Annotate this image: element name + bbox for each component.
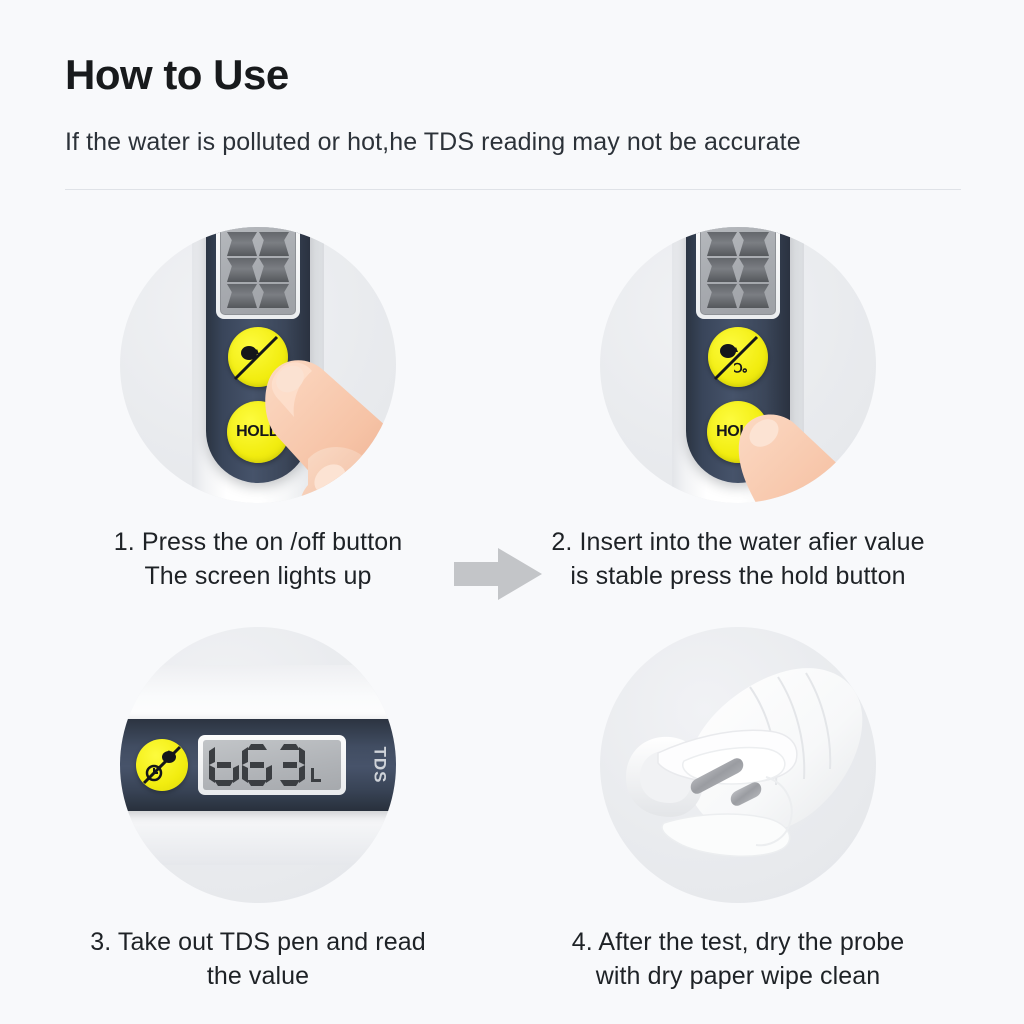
lcd-digit xyxy=(209,744,239,786)
page-subtitle: If the water is polluted or hot,he TDS r… xyxy=(65,128,801,157)
step-1-caption-line2: The screen lights up xyxy=(144,562,372,590)
brand-label: TDS xyxy=(370,746,390,784)
lcd-screen xyxy=(203,740,341,790)
steps-row-1: HOLD xyxy=(0,205,1024,605)
tds-pen-device-horizontal: TDS xyxy=(120,665,396,865)
step-4: 4. After the test, dry the probe with dr… xyxy=(518,605,958,993)
step-2: ℃ HOLD xyxy=(518,205,958,593)
steps-grid: HOLD xyxy=(0,205,1024,1005)
step-4-caption: 4. After the test, dry the probe with dr… xyxy=(518,925,958,993)
steps-row-2: TDS 3. Take out TDS pen and read the val… xyxy=(0,605,1024,1005)
pen-control-panel: ℃ HOLD xyxy=(686,227,790,483)
step-2-caption-line2: is stable press the hold button xyxy=(570,562,906,590)
header-divider xyxy=(65,189,961,190)
pen-control-panel: TDS xyxy=(120,719,396,811)
lcd-screen xyxy=(220,227,296,315)
step-4-caption-line2: with dry paper wipe clean xyxy=(595,962,881,990)
power-slash-icon: ℃ xyxy=(708,327,768,387)
step-1: HOLD xyxy=(38,205,478,593)
step-3-figure: TDS xyxy=(120,627,396,903)
step-3-caption-line2: the value xyxy=(206,962,310,990)
hold-button-label: HOLD xyxy=(236,423,280,440)
lcd-segments xyxy=(227,232,289,308)
lcd-bezel xyxy=(216,227,300,319)
finger-pointer-icon xyxy=(738,401,876,503)
step-3-caption: 3. Take out TDS pen and read the value xyxy=(38,925,478,993)
step-4-caption-line1: 4. After the test, dry the probe xyxy=(571,928,905,956)
step-4-figure xyxy=(600,627,876,903)
lcd-digit xyxy=(275,744,305,786)
pen-control-panel: HOLD xyxy=(206,227,310,483)
step-3: TDS 3. Take out TDS pen and read the val… xyxy=(38,605,478,993)
step-1-figure: HOLD xyxy=(120,227,396,503)
lcd-screen xyxy=(700,227,776,315)
lcd-bezel xyxy=(696,227,780,319)
lcd-unit-marker xyxy=(311,768,321,782)
power-slash-icon xyxy=(228,327,288,387)
header: How to Use If the water is polluted or h… xyxy=(65,51,965,157)
finger-pointer-icon xyxy=(246,339,396,503)
step-2-caption: 2. Insert into the water afier value is … xyxy=(518,525,958,593)
step-1-caption: 1. Press the on /off button The screen l… xyxy=(38,525,478,593)
step-1-caption-line1: 1. Press the on /off button xyxy=(113,528,403,556)
step-2-figure: ℃ HOLD xyxy=(600,227,876,503)
step-2-caption-line1: 2. Insert into the water afier value xyxy=(551,528,925,556)
probe-and-tissue-illustration xyxy=(600,627,876,903)
tds-pen-device: HOLD xyxy=(120,227,396,503)
lcd-segments xyxy=(707,232,769,308)
power-button[interactable] xyxy=(136,739,188,791)
arrow-step1-to-step2 xyxy=(452,546,544,602)
step-3-caption-line1: 3. Take out TDS pen and read xyxy=(90,928,426,956)
lcd-bezel xyxy=(198,735,346,795)
lcd-digit xyxy=(242,744,272,786)
svg-text:℃: ℃ xyxy=(733,360,748,375)
power-button[interactable]: ℃ xyxy=(708,327,768,387)
page-title: How to Use xyxy=(65,51,289,98)
tds-pen-device: ℃ HOLD xyxy=(600,227,876,503)
